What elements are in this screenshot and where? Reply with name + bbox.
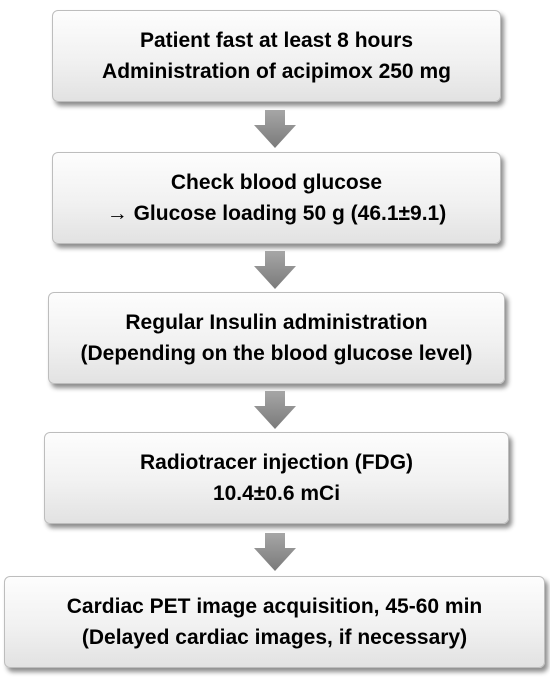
down-arrow-icon <box>254 110 296 148</box>
step-5-line-1: Cardiac PET image acquisition, 45-60 min <box>66 594 483 618</box>
down-arrow-icon <box>254 533 296 571</box>
step-3-line-1: Regular Insulin administration <box>125 310 428 334</box>
step-4-box: Radiotracer injection (FDG) 10.4±0.6 mCi <box>44 432 509 524</box>
step-2-line-2: → Glucose loading 50 g (46.1±9.1) <box>106 202 447 225</box>
step-5-box: Cardiac PET image acquisition, 45-60 min… <box>4 576 545 668</box>
step-1-box: Patient fast at least 8 hours Administra… <box>52 10 501 102</box>
step-4-line-2: 10.4±0.6 mCi <box>212 482 341 505</box>
step-1-line-2: Administration of acipimox 250 mg <box>102 60 451 83</box>
down-arrow-icon <box>254 251 296 289</box>
step-2-line-1: Check blood glucose <box>170 170 383 194</box>
down-arrow-icon <box>254 391 296 429</box>
step-3-line-2: (Depending on the blood glucose level) <box>80 342 473 365</box>
step-5-line-2: (Delayed cardiac images, if necessary) <box>81 626 468 649</box>
step-2-box: Check blood glucose → Glucose loading 50… <box>52 152 501 244</box>
step-3-box: Regular Insulin administration (Dependin… <box>48 292 505 384</box>
step-4-line-1: Radiotracer injection (FDG) <box>139 450 414 474</box>
step-1-line-1: Patient fast at least 8 hours <box>139 28 414 52</box>
